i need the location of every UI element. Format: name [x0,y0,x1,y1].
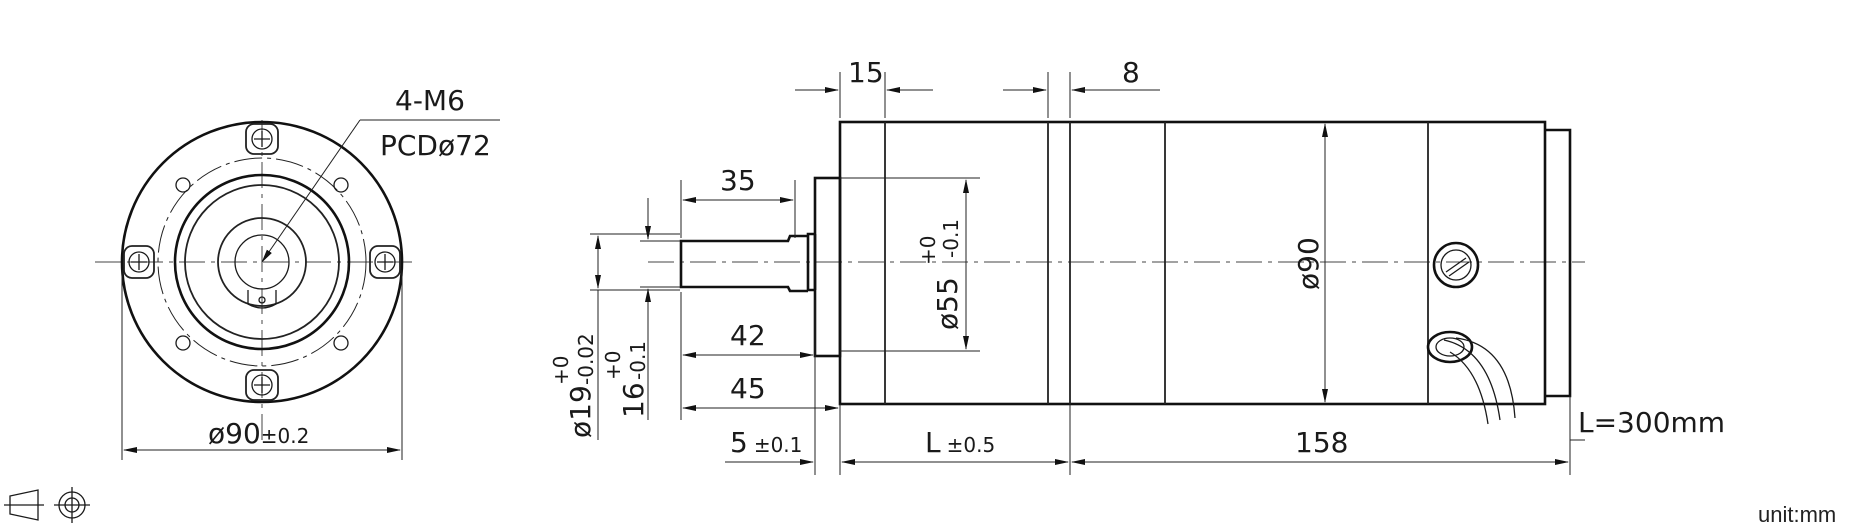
thread-label: 4-M6 [395,84,465,117]
cable-icon [1426,330,1516,425]
motor-shaft [679,232,817,293]
pcd-label: PCDø72 [380,129,491,162]
dim-45: 45 [730,372,766,405]
motor-body [838,120,1547,406]
dim-16-tol-upper: +0 [601,351,625,380]
svg-text:+0: +0 [916,236,940,265]
projection-symbol-icon [4,487,90,523]
svg-text:ø55: ø55 [931,277,964,330]
front-view: 4-M6 PCDø72 ø90±0.2 [95,84,500,460]
front-outer-circle [120,120,404,404]
unit-label: unit:mm [1758,502,1836,527]
dim-5-tol: ±0.1 [754,433,803,457]
flange-ring-outer [173,173,351,351]
dia-19-tol-upper: +0 [549,356,573,385]
svg-text:-0.02: -0.02 [574,333,598,385]
dia-55-label: ø55 [931,277,964,330]
dia-55-tol-lower: -0.1 [939,219,963,258]
svg-text:L±0.5: L±0.5 [925,426,995,459]
cable-gland-icon [1432,241,1480,289]
dim-15: 15 [848,56,884,89]
svg-text:-0.1: -0.1 [626,341,650,380]
dim-L-tol: ±0.5 [947,433,996,457]
dia-19-tol-lower: -0.02 [574,333,598,385]
dim-5: 5 [730,426,748,459]
pcd-circle [157,157,367,367]
dim-35: 35 [720,164,756,197]
cable-length-label: L=300mm [1578,406,1725,439]
pilot-circle [217,217,307,307]
dim-16-label: 16 [617,382,650,418]
pilot-boss [813,176,842,358]
phillips-screw-icon [123,123,401,401]
flange-ring-inner [184,184,340,340]
svg-text:+0: +0 [549,356,573,385]
dia-90-label: ø90 [1292,237,1325,290]
shaft-circle [234,234,290,290]
dim-158: 158 [1295,426,1348,459]
svg-text:ø90±0.2: ø90±0.2 [208,417,309,450]
front-diameter-tol: ±0.2 [261,424,310,448]
svg-text:ø19: ø19 [564,385,597,438]
dim-42: 42 [730,319,766,352]
dim-L: L [925,426,941,459]
dia-55-tol-upper: +0 [916,236,940,265]
front-diameter-label: ø90 [208,417,261,450]
mounting-holes [175,177,349,351]
dim-8: 8 [1122,56,1140,89]
dia-19-label: ø19 [564,385,597,438]
dim-16-tol-lower: -0.1 [626,341,650,380]
side-view: 15 8 35 42 45 5±0.1 L±0.5 158 L=30 [549,56,1725,475]
svg-text:16: 16 [617,382,650,418]
svg-text:+0: +0 [601,351,625,380]
svg-text:5±0.1: 5±0.1 [730,426,802,459]
svg-text:-0.1: -0.1 [939,219,963,258]
